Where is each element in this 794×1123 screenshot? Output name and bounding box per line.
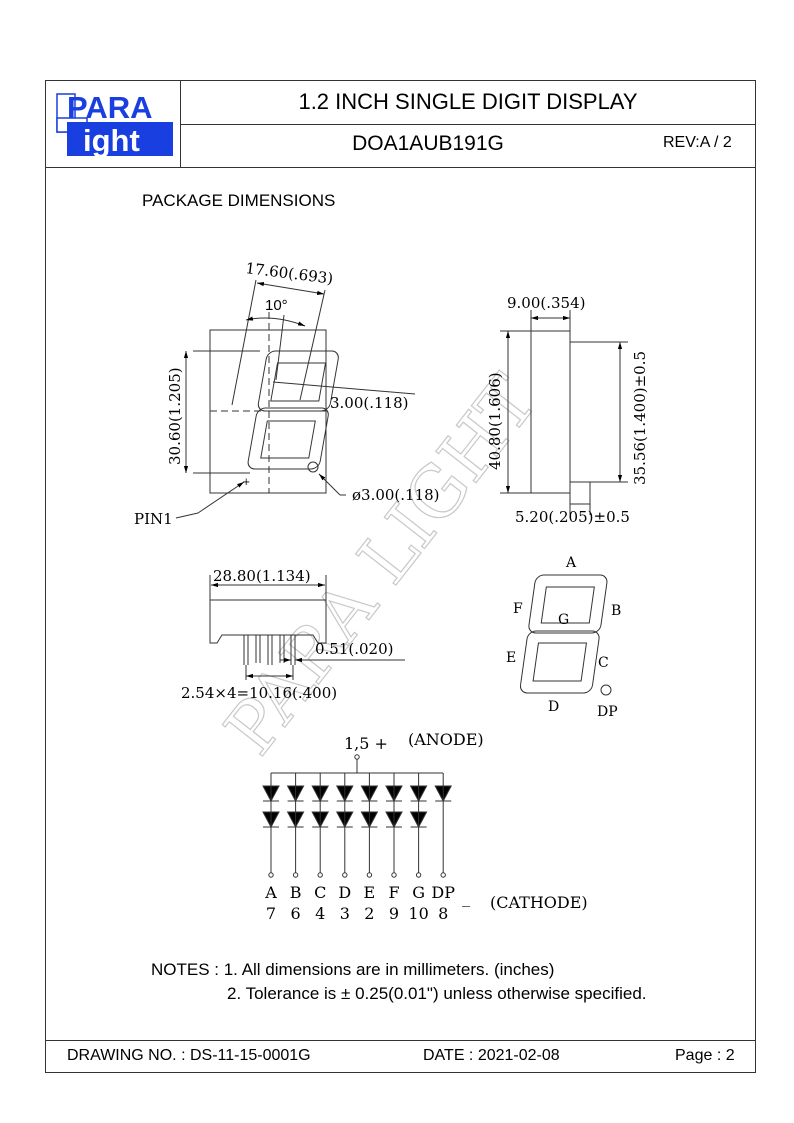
circuit-branch-g [409, 773, 428, 878]
anode-label: (ANODE) [408, 730, 484, 749]
circuit-branch-a [262, 773, 280, 878]
segment-label-c: C [598, 655, 609, 671]
frame-top [45, 80, 756, 81]
pin-span-dim: 35.56(1.400)±0.5 [631, 351, 649, 485]
frame-right [755, 80, 756, 1073]
dp-dim: ø3.00(.118) [352, 486, 440, 504]
decimal-point [600, 684, 612, 696]
segment-pin-number: 8 [438, 904, 448, 923]
date: DATE : 2021-02-08 [423, 1047, 560, 1064]
segment-pin-name: B [290, 883, 302, 902]
anode-pins: 1,5 + [344, 734, 388, 753]
circuit-branch-d [335, 773, 354, 878]
segment-label-g: G [558, 612, 569, 628]
segment-pin-name: G [412, 883, 425, 902]
segment-pin-number: 2 [364, 904, 374, 923]
cathode-minus: _ [462, 888, 470, 907]
segment-pin-number: 10 [408, 904, 428, 923]
pin-length-dim: 5.20(.205)±0.5 [515, 508, 630, 526]
segment-pin-name: C [314, 883, 326, 902]
header-divider [45, 167, 756, 168]
segment-pin-name: E [364, 883, 376, 902]
segment-label-d: D [548, 699, 559, 715]
revision: REV:A / 2 [663, 134, 732, 151]
segment-pin-name: F [388, 883, 399, 902]
circuit-branch-dp [434, 773, 453, 878]
segment-pin-number: 6 [291, 904, 301, 923]
segment-pin-name: DP [431, 883, 455, 902]
logo-divider [180, 80, 181, 168]
circuit-branch-e [360, 773, 379, 878]
segment-pin-name: A [264, 883, 277, 902]
segment-pin-name: D [338, 883, 351, 902]
circuit-diagram [262, 754, 453, 878]
bottom-width-dim: 28.80(1.134) [213, 567, 311, 585]
front-view: + [175, 279, 416, 519]
pin-width-dim: 0.51(.020) [315, 640, 394, 658]
segment-diagram [519, 574, 608, 694]
segment-labels: A B C D E F G DP [506, 555, 621, 720]
footer-divider [45, 1040, 756, 1041]
pin1-label: PIN1 [134, 510, 173, 528]
segment-pin-number: 7 [266, 904, 276, 923]
circuit-branch-b [286, 773, 305, 878]
height-dim: 30.60(1.205) [166, 367, 184, 465]
angle-dim: 10° [265, 297, 288, 314]
page-number: Page : 2 [675, 1047, 735, 1064]
bottom-view [209, 575, 405, 680]
drawing-number: DRAWING NO. : DS-11-15-0001G [67, 1047, 311, 1064]
segment-label-f: F [513, 601, 523, 617]
segment-dim: 3.00(.118) [330, 394, 409, 412]
frame-bottom [45, 1072, 756, 1073]
svg-text:ight: ight [83, 123, 140, 158]
section-title: PACKAGE DIMENSIONS [142, 191, 336, 210]
para-light-logo: PARA ight [56, 90, 173, 158]
frame-left [45, 80, 46, 1073]
segment-label-dp: DP [597, 704, 618, 720]
note-1: NOTES : 1. All dimensions are in millime… [151, 960, 555, 979]
side-height-dim: 40.80(1.606) [486, 372, 504, 470]
segment-label-b: B [611, 603, 621, 619]
segment-label-e: E [506, 650, 516, 666]
segment-pin-number: 4 [315, 904, 325, 923]
svg-text:+: + [242, 477, 250, 488]
note-2: 2. Tolerance is ± 0.25(0.01") unless oth… [227, 984, 647, 1003]
pitch-dim: 2.54×4=10.16(.400) [181, 684, 337, 702]
side-depth-dim: 9.00(.354) [507, 294, 586, 312]
segment-label-a: A [565, 555, 577, 571]
segment-pin-number: 9 [389, 904, 399, 923]
segment-pin-number: 3 [340, 904, 350, 923]
circuit-branch-c [311, 773, 330, 878]
circuit-branch-f [385, 773, 403, 878]
cathode-label: (CATHODE) [490, 893, 588, 912]
side-view [500, 310, 628, 515]
svg-text:PARA: PARA [67, 90, 153, 125]
part-number: DOA1AUB191G [352, 132, 504, 155]
header-row-divider [180, 124, 756, 125]
document-title: 1.2 INCH SINGLE DIGIT DISPLAY [298, 89, 638, 114]
